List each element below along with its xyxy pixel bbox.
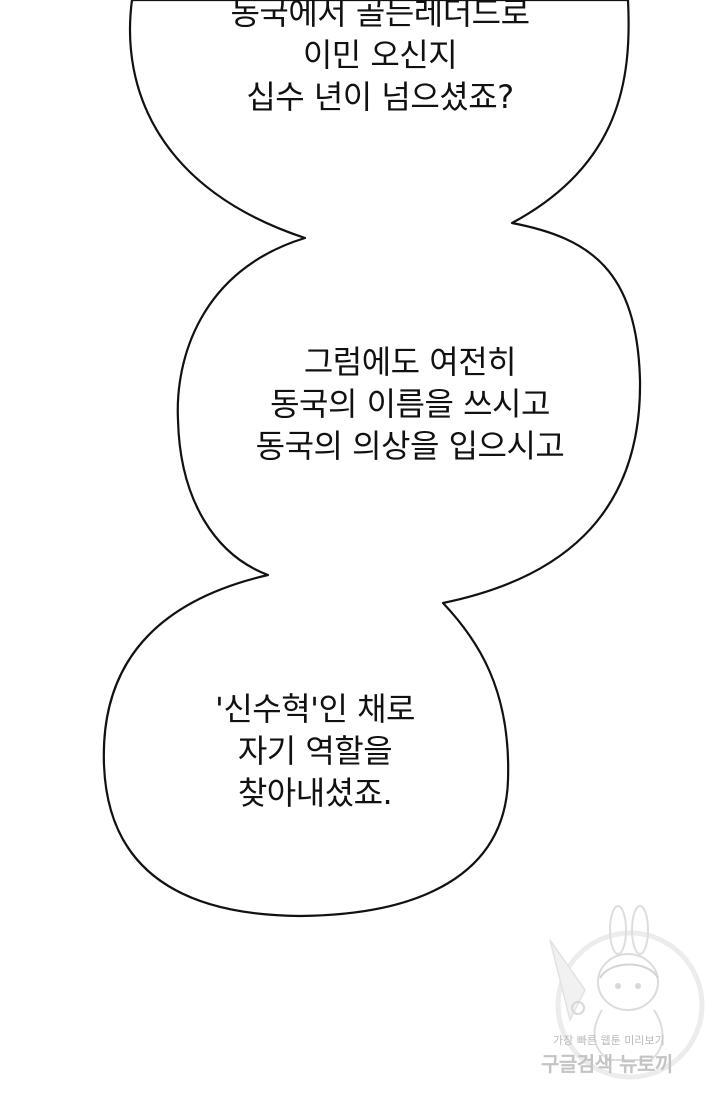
- bubble-3-line-3: 찾아내셨죠.: [237, 774, 393, 812]
- speech-bubble-3-text: '신수혁'인 채로 자기 역할을 찾아내셨죠.: [160, 688, 470, 814]
- bubble-2-line-3: 동국의 의상을 입으시고: [255, 427, 565, 465]
- bubble-1-line-1: 동국에서 골든레더드로: [230, 0, 530, 32]
- bubble-3-line-1: '신수혁'인 채로: [215, 690, 415, 728]
- speech-bubble-outline: [102, 0, 642, 918]
- bubble-1-line-2: 이민 오신지: [302, 36, 458, 74]
- watermark-tagline: 가장 빠른 웹툰 미리보기: [553, 1034, 665, 1047]
- bubble-2-line-2: 동국의 이름을 쓰시고: [270, 385, 550, 423]
- bubble-3-line-2: 자기 역할을: [237, 732, 393, 770]
- watermark-mascot-icon: [549, 905, 705, 1080]
- watermark-brand: 구글검색 뉴토끼: [541, 1052, 673, 1076]
- bubble-2-line-1: 그럼에도 여전히: [303, 343, 517, 381]
- speech-bubble-1-text: 동국에서 골든레더드로 이민 오신지 십수 년이 넘으셨죠?: [180, 0, 580, 118]
- speech-bubble-2-text: 그럼에도 여전히 동국의 이름을 쓰시고 동국의 의상을 입으시고: [205, 341, 615, 467]
- bubble-1-line-3: 십수 년이 넘으셨죠?: [246, 78, 514, 116]
